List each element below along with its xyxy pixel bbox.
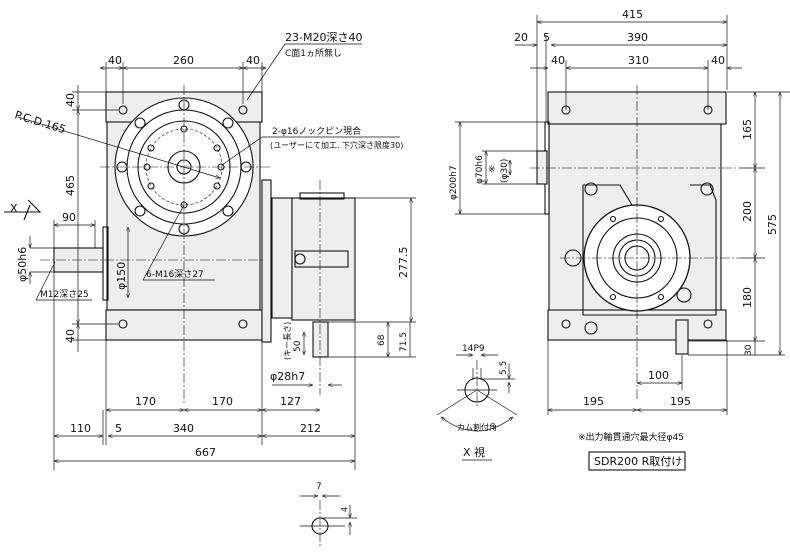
dim-label: φ50h6 [16,247,29,282]
dim-label: 310 [628,54,649,67]
asterisk-mark: ※ [488,165,496,175]
dim-label: 40 [246,54,260,67]
dim-label: 71.5 [399,332,409,352]
x-view-caption: X 視 [463,445,485,459]
dim-label: 7 [316,482,322,492]
dim-label: 340 [173,422,194,435]
dim-label: 170 [212,395,233,408]
dim-label: 277.5 [397,247,410,279]
output-tap-note: 6-M16深さ27 [146,269,204,280]
dim-label: 90 [62,211,76,224]
dim-label: 40 [711,54,725,67]
dim-label: 200 [741,201,754,222]
dim-label: φ200h7 [449,165,459,200]
tapped-holes-note: 23-M20深さ40 [285,31,362,44]
adapter [271,197,293,319]
dim-label: 20 [514,31,528,44]
dim-label: 50 [293,340,303,352]
front-dimensions: 40 260 40 23-M20深さ40 C面1ヵ所無し P.C.D.165 2… [4,31,416,470]
cam-angle-label: カム割付角 [457,422,497,432]
key-length-label: (キー長さ) [283,322,292,360]
model-label: SDR200 R取付け [594,455,682,468]
knock-pin-subnote: (ユーザーにて加工. 下穴深さ限度30) [270,140,403,150]
bolt-hole [118,105,128,115]
dim-label: 40 [64,93,77,107]
dim-label: 415 [622,8,643,21]
motor-shaft [312,321,329,358]
dim-label: 5 [115,422,122,435]
dim-label: 5.5 [499,361,509,375]
bolt-hole [238,319,248,329]
dim-label: 68 [377,334,387,346]
knock-pin-note: 2-φ16ノックピン現合 [272,125,361,137]
dim-label: 180 [741,287,754,308]
pcd-label: P.C.D.165 [13,108,67,136]
dim-label: 14P9 [462,344,485,354]
side-input-shaft [536,150,548,185]
key-detail: 7 4 [300,482,357,548]
dim-label: 195 [670,395,691,408]
bolt-hole [238,105,248,115]
view-marker: X [10,202,18,215]
dim-label: 260 [173,54,194,67]
dim-label: 4 [340,507,349,512]
dim-label: φ70h6 [475,155,485,184]
side-dimensions: 415 20 5 390 40 310 40 165 200 180 30 57… [449,8,790,471]
dim-label: 465 [64,175,77,196]
side-view [530,85,740,400]
front-view [40,85,356,405]
x-view: 14P9 5.5 カム割付角 X 視 [436,344,518,461]
dim-label: 40 [108,54,122,67]
dim-label: 390 [627,31,648,44]
dim-label: 30 [744,344,754,356]
dim-label: φ150 [115,262,128,290]
dim-label: 165 [741,119,754,140]
dim-label: 170 [135,395,156,408]
dim-label: 667 [195,446,216,459]
dim-label: 127 [280,395,301,408]
model-label-box [588,451,686,471]
dim-label: 110 [70,422,91,435]
bolt-hole [118,319,128,329]
view-arrow-icon [4,199,42,221]
reducer-box [291,197,356,321]
dim-label: 5 [543,31,550,44]
dim-label: 100 [648,369,669,382]
bore-note: ※出力軸貫通穴最大径φ45 [578,431,684,443]
dim-label: (φ30) [500,159,510,183]
dim-label: 40 [64,329,77,343]
side-plate [261,179,272,343]
tapped-holes-subnote: C面1ヵ所無し [285,47,342,59]
dim-label: φ28h7 [270,370,305,383]
input-tap-note: M12深さ25 [40,289,89,300]
dim-label: 195 [583,395,604,408]
dim-label: 575 [766,214,779,235]
dim-label: 212 [300,422,321,435]
dim-label: 40 [551,54,565,67]
